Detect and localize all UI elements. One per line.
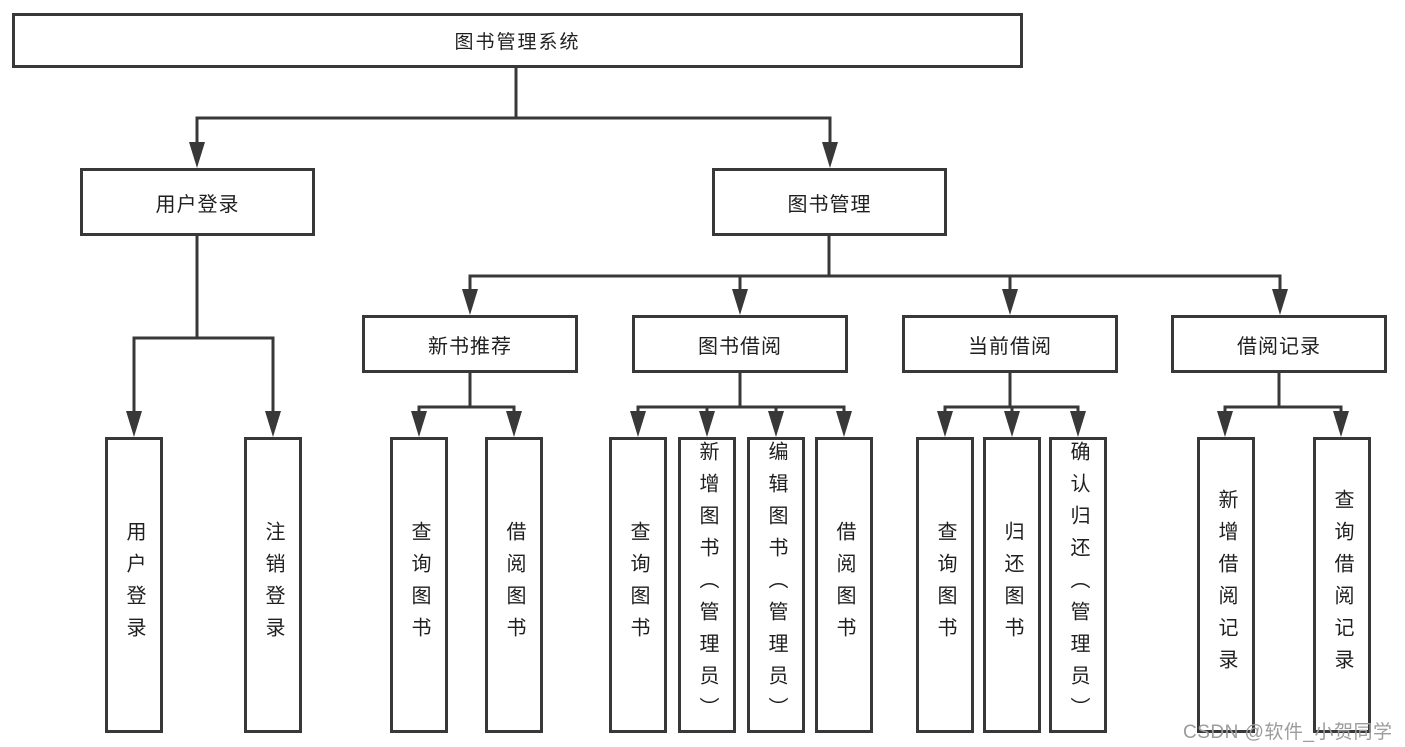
node-book-management: 图书管理 (712, 168, 947, 236)
node-library-management-system: 图书管理系统 (12, 13, 1023, 68)
leaf-edit-books-admin: 编辑图书（管理员） (747, 437, 805, 733)
leaf-user-login: 用户登录 (105, 437, 163, 733)
node-label: 图书管理系统 (454, 32, 581, 53)
leaf-return-books: 归还图书 (983, 437, 1041, 733)
leaf-query-borrow-record: 查询借阅记录 (1313, 437, 1371, 733)
leaf-label: 查询借阅记录 (1331, 489, 1353, 681)
connector-bookborrow-to-leaves (636, 373, 846, 415)
node-label: 新书推荐 (428, 335, 512, 358)
leaf-logout: 注销登录 (244, 437, 302, 733)
leaf-label: 用户登录 (123, 521, 145, 649)
leaf-borrow-books: 借阅图书 (815, 437, 873, 733)
node-label: 图书借阅 (698, 335, 782, 358)
connector-records-to-leaves (1223, 373, 1343, 415)
leaf-query-books-recommend: 查询图书 (390, 437, 448, 733)
leaf-label: 查询图书 (934, 521, 956, 649)
node-label: 借阅记录 (1237, 335, 1321, 358)
leaf-label: 新增借阅记录 (1215, 489, 1237, 681)
leaf-label: 借阅图书 (833, 521, 855, 649)
leaf-label: 确认归还（管理员） (1067, 441, 1089, 729)
leaf-label: 注销登录 (262, 521, 284, 649)
leaf-label: 借阅图书 (503, 521, 525, 649)
node-label: 用户登录 (155, 193, 240, 216)
node-user-login: 用户登录 (80, 168, 315, 236)
leaf-label: 查询图书 (627, 521, 649, 649)
csdn-watermark: CSDN @软件_小贺同学 (1183, 722, 1393, 743)
leaf-add-borrow-record: 新增借阅记录 (1197, 437, 1255, 733)
node-new-book-recommendation: 新书推荐 (362, 315, 578, 373)
node-borrowing-records: 借阅记录 (1171, 315, 1387, 373)
connector-bookmgmt-to-level3 (468, 236, 1282, 293)
connector-currentborrow-to-leaves (943, 373, 1080, 415)
node-label: 图书管理 (787, 193, 872, 216)
leaf-query-books-current: 查询图书 (916, 437, 974, 733)
leaf-label: 新增图书（管理员） (696, 441, 718, 729)
leaf-query-books-borrowing: 查询图书 (609, 437, 667, 733)
node-label: 当前借阅 (968, 335, 1052, 358)
connector-newbook-to-leaves (417, 373, 516, 415)
leaf-label: 查询图书 (408, 521, 430, 649)
leaf-confirm-return-admin: 确认归还（管理员） (1049, 437, 1107, 733)
connector-root-to-level2 (195, 68, 832, 146)
leaf-borrow-books-recommend: 借阅图书 (485, 437, 543, 733)
leaf-label: 归还图书 (1001, 521, 1023, 649)
leaf-add-books-admin: 新增图书（管理员） (678, 437, 736, 733)
node-book-borrowing: 图书借阅 (632, 315, 848, 373)
leaf-label: 编辑图书（管理员） (765, 441, 787, 729)
node-current-borrowing: 当前借阅 (902, 315, 1118, 373)
connector-userlogin-to-leaves (132, 236, 275, 415)
